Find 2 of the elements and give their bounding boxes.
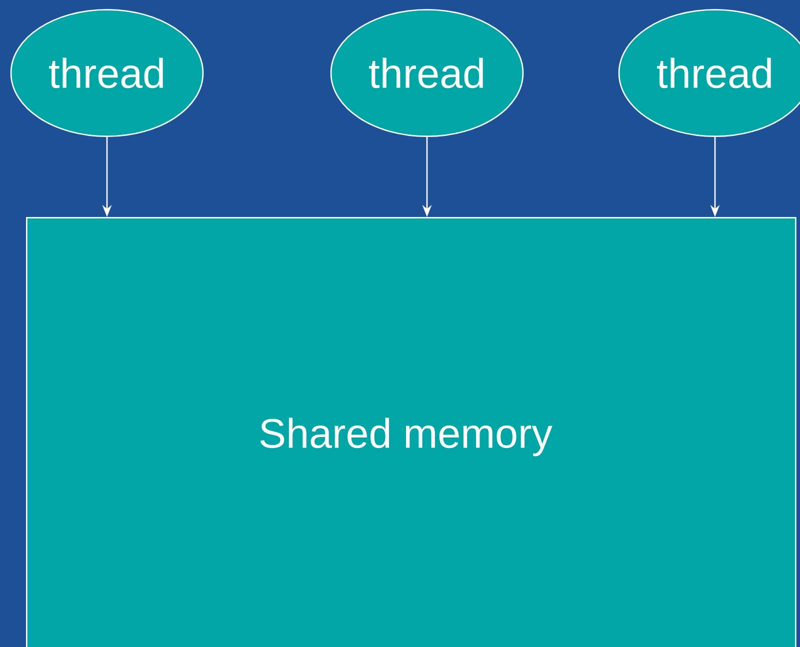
box-label: Shared memory — [260, 418, 552, 456]
memory-box — [26, 217, 796, 647]
